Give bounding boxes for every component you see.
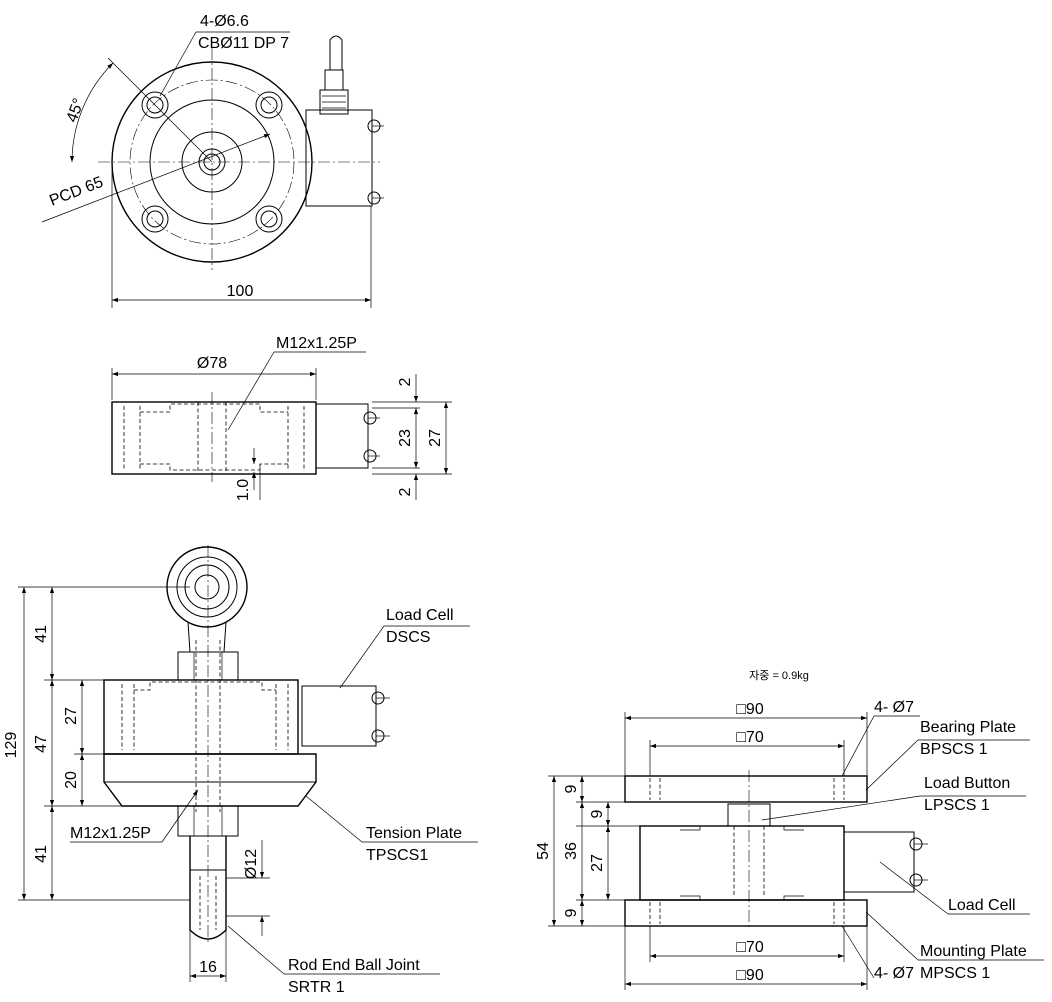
tension-plate-name: Tension Plate	[366, 825, 462, 842]
tension-lower-dim: 41	[33, 845, 50, 863]
comp-cell-body-dim: 27	[589, 854, 606, 872]
side-dim-bottom: 2	[397, 487, 414, 496]
rod-end-code: SRTR 1	[288, 979, 345, 996]
comp-load-cell-name: Load Cell	[948, 897, 1016, 914]
top-width-dim: 100	[227, 283, 254, 300]
tension-thread-label: M12x1.25P	[70, 825, 151, 842]
side-dim-mid: 23	[397, 429, 414, 447]
mounting-plate-code: MPSCS 1	[920, 965, 990, 982]
side-recess-dim: 1.0	[235, 479, 252, 501]
inner-top-dim: □70	[736, 729, 764, 746]
bearing-plate-code: BPSCS 1	[920, 741, 988, 758]
holes-top-label: 4- Ø7	[874, 699, 914, 716]
tension-rod-width-dim: 16	[199, 959, 217, 976]
holes-bottom-label: 4- Ø7	[874, 965, 914, 982]
tension-load-cell-code: DSCS	[386, 629, 430, 646]
side-dim-total: 27	[427, 429, 444, 447]
compression-assembly: 자중 = 0.9kg □90 □70	[535, 669, 1044, 990]
tension-total-dim: 129	[3, 732, 20, 759]
load-button-name: Load Button	[924, 775, 1010, 792]
rod-end-name: Rod End Ball Joint	[288, 957, 420, 974]
tension-body-lower-dim: 20	[63, 771, 80, 789]
side-dim-top: 2	[397, 377, 414, 386]
comp-total-dim: 54	[535, 842, 552, 860]
mounting-plate-name: Mounting Plate	[920, 943, 1027, 960]
cable-connector	[305, 35, 384, 207]
comp-gap-dim: 9	[589, 809, 606, 818]
side-diameter-dim: Ø78	[197, 355, 227, 372]
tension-load-cell-name: Load Cell	[386, 607, 454, 624]
top-angle-dim: 45°	[64, 96, 88, 125]
outer-bottom-dim: □90	[736, 967, 764, 984]
comp-cell-h-dim: 36	[563, 842, 580, 860]
inner-bottom-dim: □70	[736, 939, 764, 956]
side-view: Ø78 M12x1.25P 1.0 2 23 27 2	[111, 335, 452, 501]
bolt-holes	[141, 91, 283, 233]
load-button-code: LPSCS 1	[924, 797, 990, 814]
comp-plate-top-dim: 9	[563, 784, 580, 793]
bearing-plate-name: Bearing Plate	[920, 719, 1016, 736]
weight-note: 자중 = 0.9kg	[749, 669, 809, 682]
top-holes-line1: 4-Ø6.6	[200, 13, 249, 30]
top-pcd-dim: PCD 65	[47, 174, 105, 210]
top-holes-line2: CBØ11 DP 7	[198, 35, 289, 52]
tension-assembly: 129 41 47 41 27 20 Ø12 16 M12x1.25P Load…	[3, 545, 478, 996]
tension-rod-dia-dim: Ø12	[243, 849, 260, 879]
tension-body-upper-dim: 27	[63, 707, 80, 725]
comp-plate-bottom-dim: 9	[563, 908, 580, 917]
tension-body-dim: 47	[33, 735, 50, 753]
side-thread-label: M12x1.25P	[276, 335, 357, 352]
tension-upper-dim: 41	[33, 625, 50, 643]
outer-top-dim: □90	[736, 701, 764, 718]
tension-plate-code: TPSCS1	[366, 847, 428, 864]
top-view: 100 45° PCD 65 4-Ø6.6 CBØ11 DP 7	[41, 13, 384, 308]
